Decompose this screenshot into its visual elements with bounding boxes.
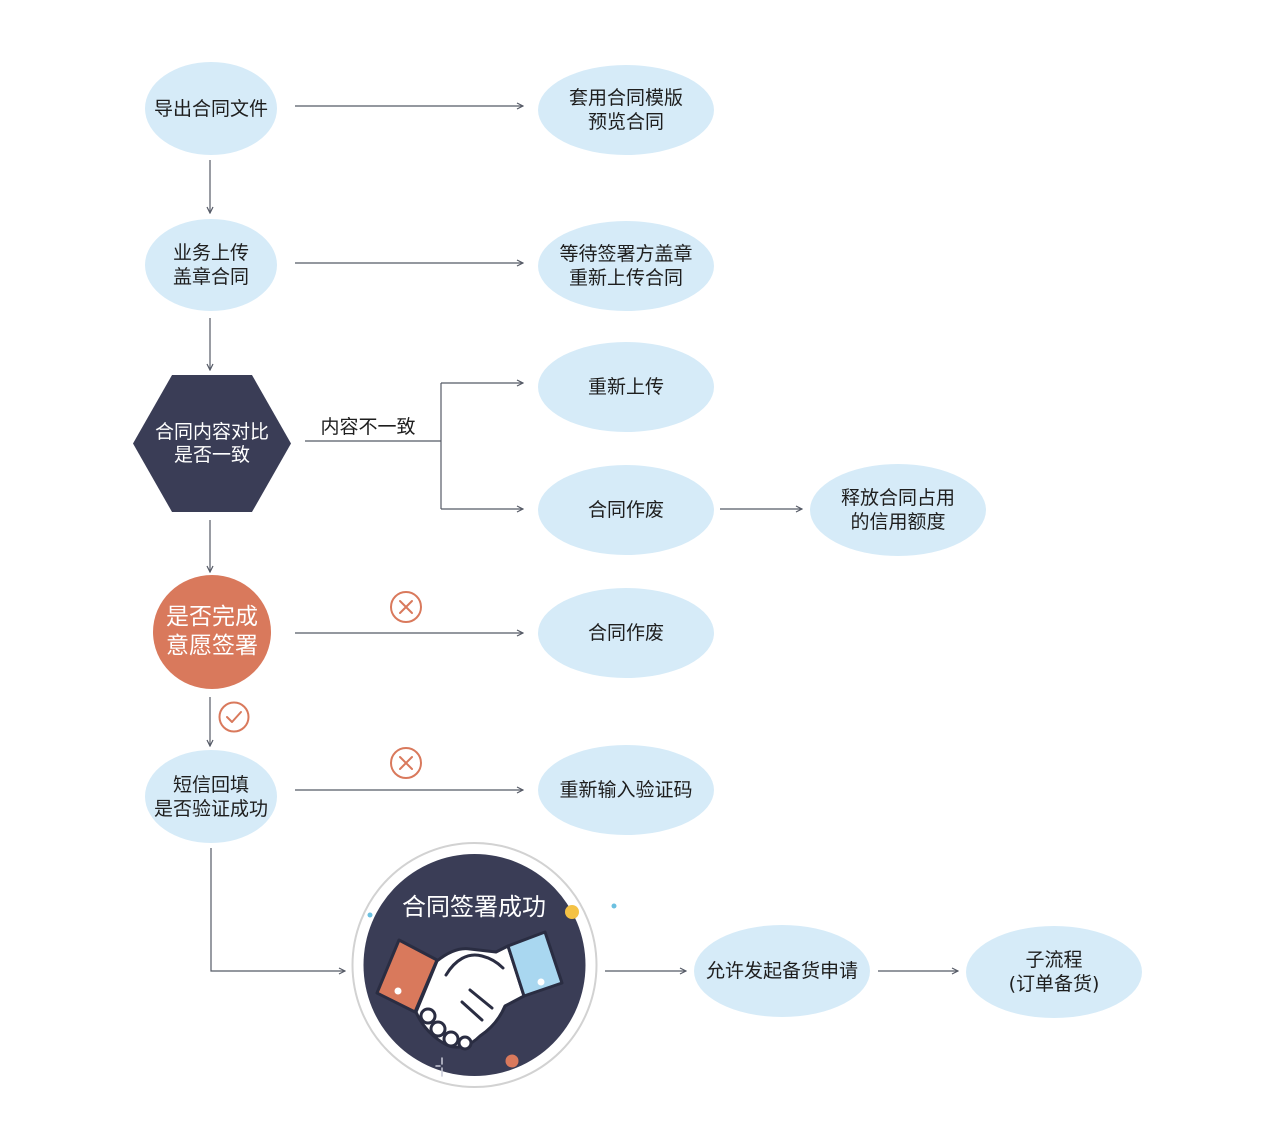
handshake-icon [375,930,564,1051]
decor-dot [505,1054,519,1068]
node-void-contract-unsigned: 合同作废 [538,588,714,678]
node-willingness-signing: 是否完成 意愿签署 [153,575,271,689]
node-export-contract: 导出合同文件 [145,62,277,155]
decor-dot [367,912,373,918]
node-void-contract-mismatch: 合同作废 [538,465,714,555]
right-cuff [506,930,564,998]
node-reenter-code: 重新输入验证码 [538,745,714,835]
node-compare-content: 合同内容对比 是否一致 [133,375,291,512]
edge-label-content-mismatch: 内容不一致 [320,416,416,438]
left-cuff [375,938,439,1014]
arrow-sms-to-success [210,848,345,971]
node-reupload: 重新上传 [538,342,714,432]
node-wait-signer-stamp: 等待签署方盖章 重新上传合同 [538,221,714,311]
decor-dot [565,905,579,919]
node-allow-stock-request: 允许发起备货申请 [694,925,870,1017]
node-sms-verification: 短信回填 是否验证成功 [145,750,277,843]
node-upload-stamped-contract: 业务上传 盖章合同 [145,219,277,311]
node-sub-process: 子流程 (订单备货) [966,926,1142,1018]
x-circle-icon [390,591,422,623]
check-circle-icon [218,701,250,733]
success-title: 合同签署成功 [402,893,546,921]
node-apply-template-preview: 套用合同模版 预览合同 [538,65,714,155]
decor-sparkle [435,1057,443,1077]
node-release-credit: 释放合同占用 的信用额度 [810,464,986,556]
decor-dot [611,903,617,909]
x-circle-icon [390,747,422,779]
node-signing-success: 合同签署成功 [351,842,617,1088]
